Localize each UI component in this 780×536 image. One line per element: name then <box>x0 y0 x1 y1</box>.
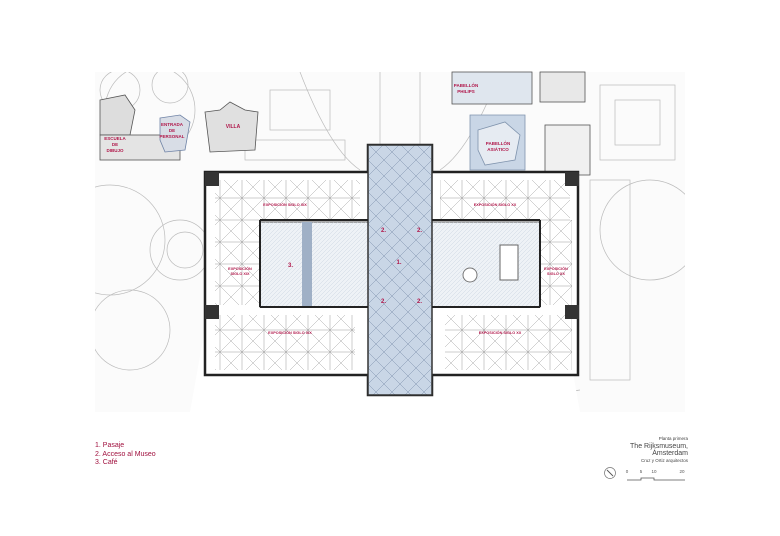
svg-text:3.: 3. <box>288 263 293 269</box>
svg-text:EXPOSICIÓN SIGLO XX: EXPOSICIÓN SIGLO XX <box>474 202 517 207</box>
svg-text:10: 10 <box>651 469 657 474</box>
svg-text:0: 0 <box>626 469 629 474</box>
north-arrow-icon <box>604 467 616 479</box>
svg-text:2.: 2. <box>381 299 386 305</box>
drawing-author: Cruz y Ortiz arquitectos <box>640 458 688 463</box>
outbuildings <box>99 71 591 176</box>
legend: 1. Pasaje 2. Acceso al Museo 3. Café <box>95 442 156 468</box>
svg-text:20: 20 <box>679 469 685 474</box>
svg-text:2.: 2. <box>417 299 422 305</box>
main-building <box>203 143 580 397</box>
drawing-title: The Rijksmuseum, Ámsterdam <box>630 443 688 457</box>
svg-text:2.: 2. <box>381 228 386 234</box>
legend-item: 3. Café <box>95 459 118 466</box>
svg-text:EXPOSICIÓN SIGLO XIX: EXPOSICIÓN SIGLO XIX <box>268 330 312 335</box>
svg-text:EXPOSICIÓN SIGLO XX: EXPOSICIÓN SIGLO XX <box>479 330 522 335</box>
svg-text:1.: 1. <box>396 260 401 266</box>
scale-bar: 0 5 10 20 <box>626 469 685 481</box>
legend-item: 2. Acceso al Museo <box>95 450 156 458</box>
title-block: Planta primera The Rijksmuseum, Ámsterda… <box>600 436 688 463</box>
svg-text:EXPOSICIÓN SIGLO XIX: EXPOSICIÓN SIGLO XIX <box>263 202 307 207</box>
legend-item: 1. Pasaje <box>95 442 125 449</box>
drawing-subtitle: Planta primera <box>658 436 688 441</box>
svg-text:5: 5 <box>640 469 643 474</box>
svg-text:VILLA: VILLA <box>226 124 241 130</box>
svg-text:2.: 2. <box>417 228 422 234</box>
